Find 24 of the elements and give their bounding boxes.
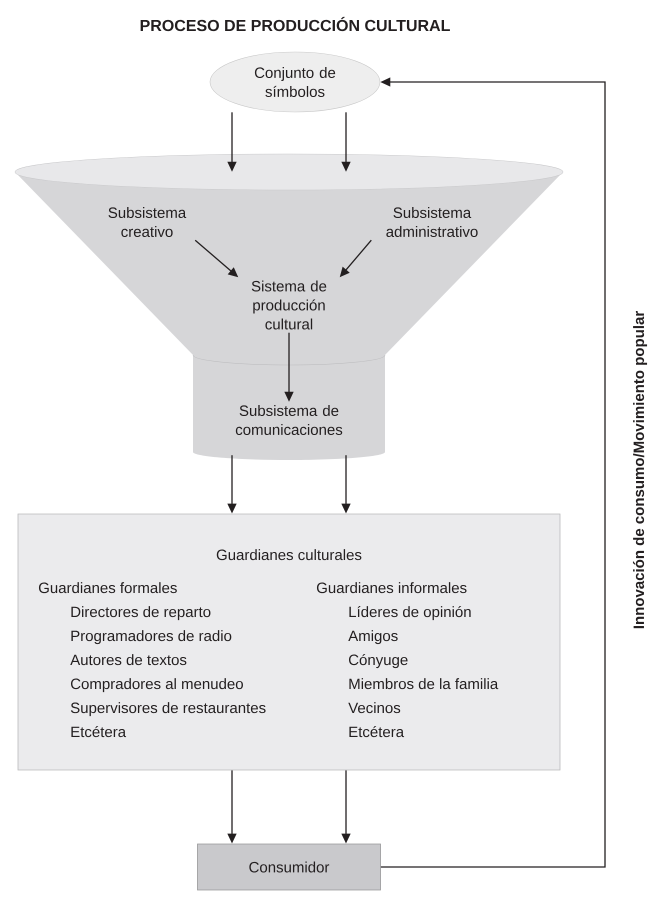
list-item: Cónyuge xyxy=(348,654,408,668)
list-heading: Guardianes formales xyxy=(38,582,177,594)
list-item: Directores de reparto xyxy=(71,606,210,620)
list-item: Etcétera xyxy=(71,726,126,738)
title: PROCESO DE PRODUCCIÓN CULTURAL xyxy=(140,16,450,32)
list-item: Vecinos xyxy=(348,702,400,714)
list-item: Compradores al menudeo xyxy=(70,678,243,692)
node-label: Subsistema administrativo xyxy=(386,207,478,237)
list-item: Autores de textos xyxy=(70,654,186,666)
process-box: Consumidor xyxy=(197,844,381,890)
list-item: Líderes de opinión xyxy=(349,606,471,620)
list-item: Supervisores de restaurantes xyxy=(70,702,266,716)
ellipse-node: Conjunto de símbolos xyxy=(210,52,380,112)
node-label: Sistema de producción cultural xyxy=(252,280,326,330)
node-label: Subsistema de comunicaciones xyxy=(236,405,342,435)
heading: Guardianes culturales xyxy=(216,549,362,560)
list-heading: Guardianes informales xyxy=(316,582,467,594)
list-item: Programadores de radio xyxy=(71,630,232,644)
node-label: Subsistema creativo xyxy=(108,207,186,237)
list-item: Miembros de la familia xyxy=(349,678,498,690)
edge-label: Innovación de consumo/Movimiento popular xyxy=(632,311,648,628)
list-item: Amigos xyxy=(348,630,398,644)
funnel-drawing xyxy=(14,154,564,460)
list-item: Etcétera xyxy=(349,726,404,738)
